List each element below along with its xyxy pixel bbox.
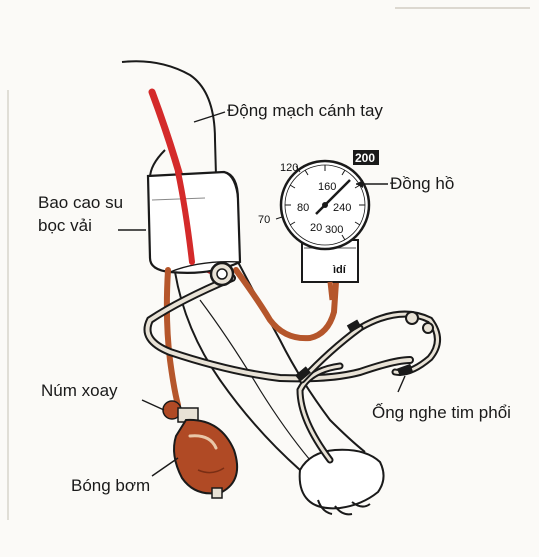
gauge-inner-20: 20 [310,222,322,234]
label-stethoscope: Ống nghe tim phổi [372,402,511,423]
leader-bulb [152,458,178,476]
gauge-outer-70: 70 [258,214,270,226]
label-brachial-artery: Động mạch cánh tay [227,100,383,121]
leader-stethoscope [398,376,405,392]
label-gauge: Đồng hồ [390,173,454,194]
label-valve: Núm xoay [41,380,118,401]
leader-artery [194,112,225,122]
label-bulb: Bóng bơm [71,475,150,496]
gauge-badge: 200 [355,151,375,165]
gauge-inner-160: 160 [318,181,336,193]
cuff-connector [211,263,233,285]
gauge-outer-120: 120 [280,162,298,174]
gauge-base-mark: ìdí [332,264,347,276]
leader-valve [142,400,164,410]
inflation-bulb [174,420,237,494]
hand [300,450,384,515]
gauge-inner-80: 80 [297,202,309,214]
gauge-inner-300: 300 [325,224,343,236]
label-cuff-line1: Bao cao su [38,192,123,213]
pressure-gauge: 120 70 160 80 240 20 300 200 ìdí [258,150,379,300]
cuff-to-bulb-tube [167,270,178,405]
label-cuff-line2: bọc vải [38,215,92,236]
gauge-inner-240: 240 [333,202,351,214]
leader-lines [118,112,405,476]
bulb-assembly [163,401,237,498]
